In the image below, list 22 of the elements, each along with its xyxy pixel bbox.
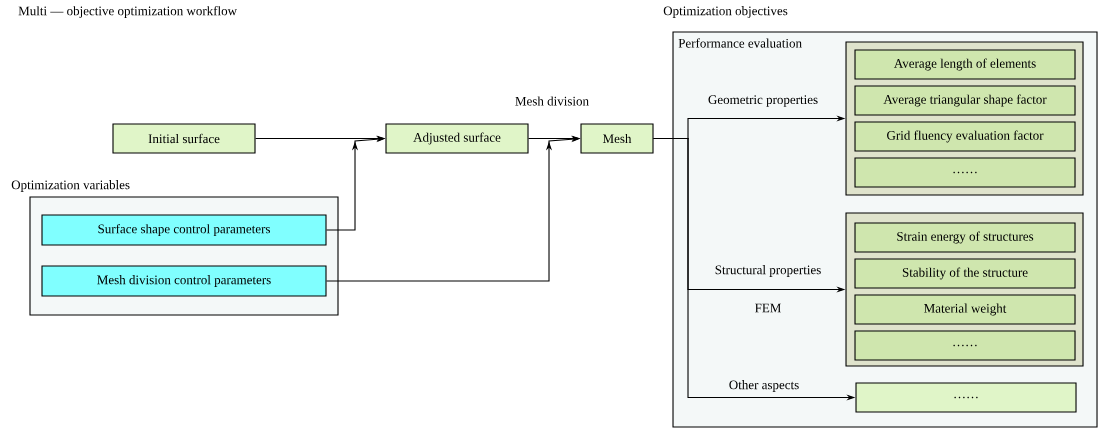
parameter-box: Mesh division control parameters bbox=[41, 265, 327, 297]
parameter-box: Surface shape control parameters bbox=[41, 214, 327, 246]
diagram-title: Multi — objective optimization workflow bbox=[18, 6, 237, 18]
edge-label: Other aspects bbox=[729, 380, 799, 392]
objective-box: …… bbox=[854, 157, 1076, 188]
node-label: Optimization objectives bbox=[663, 6, 788, 18]
process-box: …… bbox=[855, 382, 1077, 413]
edge-label: Structural properties bbox=[715, 265, 821, 277]
objective-box: Grid fluency evaluation factor bbox=[854, 121, 1076, 152]
objective-box: Material weight bbox=[854, 294, 1076, 325]
annotation-text: FEM bbox=[755, 303, 781, 313]
edge-label: Geometric properties bbox=[708, 95, 818, 107]
process-box: Mesh bbox=[580, 123, 654, 154]
process-box: Initial surface bbox=[112, 123, 256, 154]
process-box: Adjusted surface bbox=[385, 123, 529, 154]
objective-box: Stability of the structure bbox=[854, 258, 1076, 289]
objective-box: …… bbox=[854, 330, 1076, 361]
objective-box: Average length of elements bbox=[854, 49, 1076, 80]
objective-box: Average triangular shape factor bbox=[854, 85, 1076, 116]
edge-label: Mesh division bbox=[515, 96, 589, 106]
objective-box: Strain energy of structures bbox=[854, 222, 1076, 253]
node-label: Optimization variables bbox=[11, 180, 130, 192]
